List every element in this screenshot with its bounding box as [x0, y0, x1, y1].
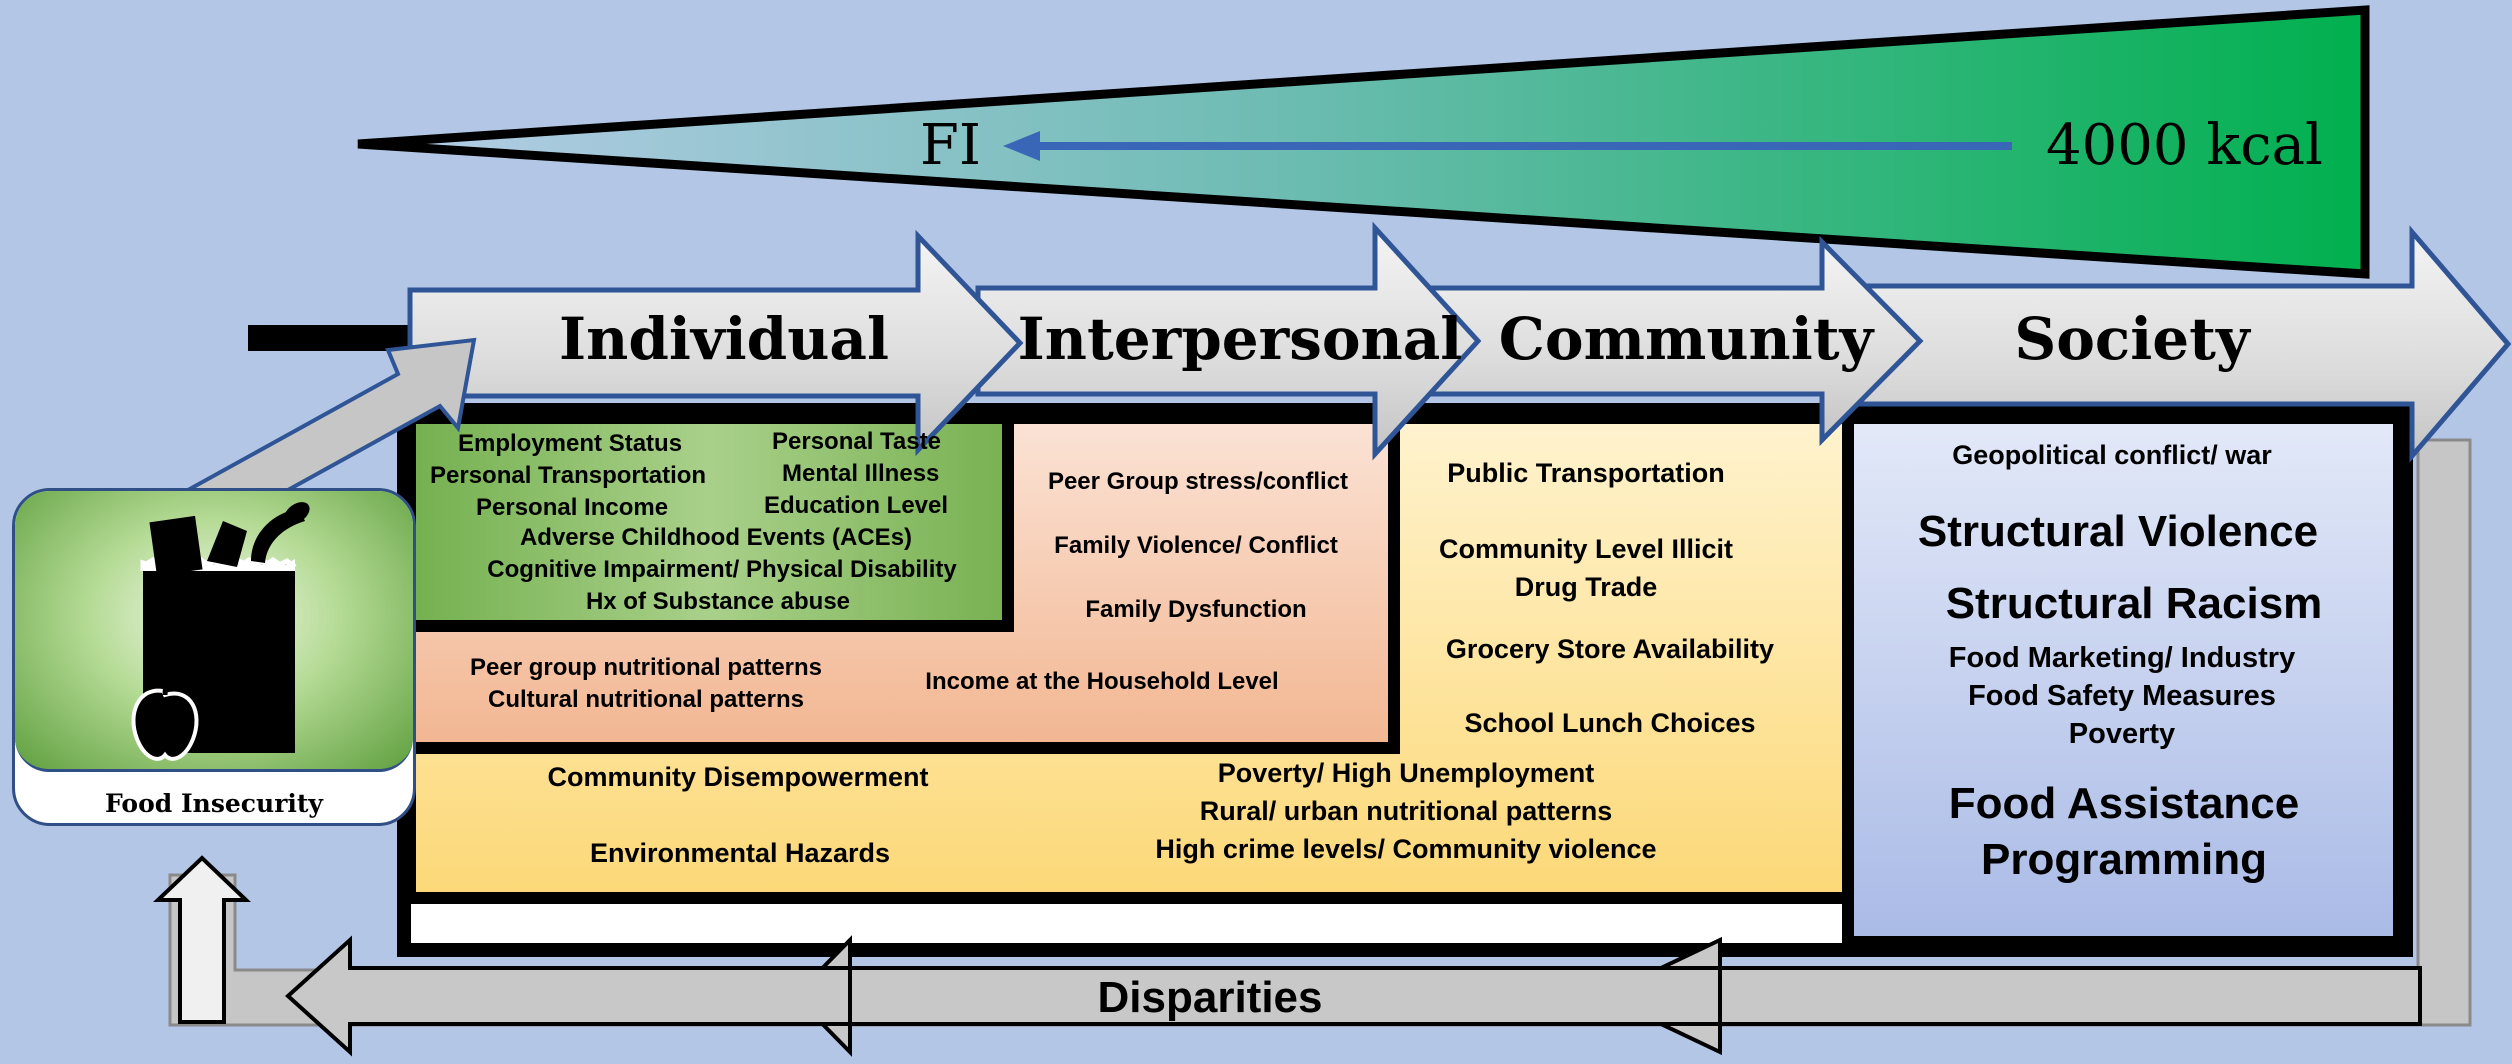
factor-school-lunch: School Lunch Choices: [1464, 708, 1756, 738]
factor-food-safety: Food Safety Measures: [1968, 680, 2276, 712]
factor-household-income: Income at the Household Level: [925, 668, 1279, 695]
factor-employment-status: Employment Status: [458, 430, 683, 457]
factor-cognitive-impairment: Cognitive Impairment/ Physical Disabilit…: [487, 556, 957, 583]
factor-food-assistance-line1: Food Assistance: [1948, 779, 2300, 828]
factor-structural-racism: Structural Racism: [1945, 579, 2323, 628]
factor-drug-trade-line2: Drug Trade: [1514, 572, 1658, 602]
factor-personal-income: Personal Income: [476, 494, 669, 521]
grocery-bag-with-apple-icon: [131, 502, 310, 761]
factor-poverty-unemployment: Poverty/ High Unemployment: [1217, 758, 1595, 788]
factor-personal-taste: Personal Taste: [772, 428, 941, 455]
factor-family-violence: Family Violence/ Conflict: [1054, 532, 1338, 559]
factor-drug-trade-line1: Community Level Illicit: [1438, 534, 1734, 564]
factor-cultural-nutrition: Cultural nutritional patterns: [487, 686, 805, 713]
factor-grocery-availability: Grocery Store Availability: [1445, 634, 1775, 664]
level-interpersonal-heading: Interpersonal: [1017, 305, 1463, 373]
individual-panel: [404, 412, 1014, 632]
community-arrow: [1422, 235, 1924, 447]
fi-label: FI: [920, 113, 981, 178]
factor-high-crime: High crime levels/ Community violence: [1155, 834, 1657, 864]
factor-substance-abuse: Hx of Substance abuse: [585, 588, 851, 615]
factor-public-transportation: Public Transportation: [1447, 458, 1725, 488]
interpersonal-arrow: [975, 221, 1482, 461]
factor-rural-urban: Rural/ urban nutritional patterns: [1199, 796, 1613, 826]
disparities-arrow-1: [1597, 936, 2422, 1056]
society-panel: [1842, 412, 2405, 948]
factor-community-disempowerment: Community Disempowerment: [547, 762, 929, 792]
entry-bar: [248, 325, 428, 351]
factor-structural-violence: Structural Violence: [1917, 507, 2319, 556]
factor-family-dysfunction: Family Dysfunction: [1085, 596, 1307, 623]
food-insecurity-caption: Food Insecurity: [105, 789, 323, 818]
food-insecurity-icon-background: [15, 491, 413, 772]
factor-mental-illness: Mental Illness: [782, 460, 940, 487]
factor-personal-transportation: Personal Transportation: [430, 462, 707, 489]
factor-aces: Adverse Childhood Events (ACEs): [519, 524, 913, 551]
level-individual-heading: Individual: [559, 305, 889, 373]
factor-food-marketing: Food Marketing/ Industry: [1948, 642, 2296, 674]
factor-peer-nutrition: Peer group nutritional patterns: [469, 654, 823, 681]
individual-arrow: [407, 229, 1024, 457]
factor-education-level: Education Level: [764, 492, 949, 519]
kcal-label: 4000 kcal: [2046, 113, 2323, 178]
disparities-label: Disparities: [1097, 973, 1323, 1022]
food-insecurity-card: Food Insecurity: [12, 488, 416, 826]
factor-environmental-hazards: Environmental Hazards: [589, 838, 891, 868]
factor-poverty-society: Poverty: [2068, 718, 2176, 750]
fi-arrow-head: [1003, 131, 1040, 161]
society-arrow: [1847, 225, 2512, 463]
disparities-arrow-3: [285, 935, 852, 1057]
factor-peer-group-stress: Peer Group stress/conflict: [1047, 468, 1349, 495]
return-up-arrow: [153, 855, 251, 1024]
level-society-heading: Society: [2014, 305, 2250, 373]
factor-geopolitical-conflict: Geopolitical conflict/ war: [1952, 440, 2272, 470]
level-community-heading: Community: [1498, 305, 1874, 373]
factor-food-assistance-line2: Programming: [1980, 835, 2268, 884]
